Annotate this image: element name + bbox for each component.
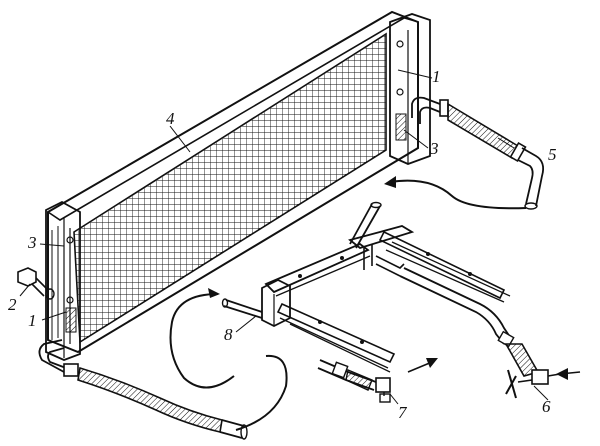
right-end-bracket bbox=[389, 13, 431, 165]
right-outlet-hose bbox=[411, 96, 545, 210]
callout-4: 4 bbox=[166, 109, 175, 128]
callout-8: 8 bbox=[224, 325, 233, 344]
callout-5: 5 bbox=[548, 145, 557, 164]
callout-7: 7 bbox=[398, 403, 408, 422]
callout-1-right: 1 bbox=[432, 67, 441, 86]
radiator-mesh-core bbox=[73, 32, 387, 344]
mounting-frame bbox=[221, 201, 561, 403]
left-outlet-hose bbox=[38, 339, 248, 440]
callout-6: 6 bbox=[542, 397, 551, 416]
callout-3-left: 3 bbox=[27, 233, 37, 252]
callout-1-left: 1 bbox=[28, 311, 37, 330]
callout-3-right: 3 bbox=[429, 139, 439, 158]
callout-labels: 1 1 2 3 3 4 5 6 7 8 bbox=[8, 67, 557, 422]
mounting-bolt bbox=[17, 267, 55, 300]
radiator-panel bbox=[47, 10, 419, 354]
leader-lines bbox=[19, 69, 549, 405]
callout-2: 2 bbox=[8, 295, 17, 314]
flow-arrows bbox=[169, 176, 581, 431]
left-end-bracket bbox=[45, 200, 81, 361]
